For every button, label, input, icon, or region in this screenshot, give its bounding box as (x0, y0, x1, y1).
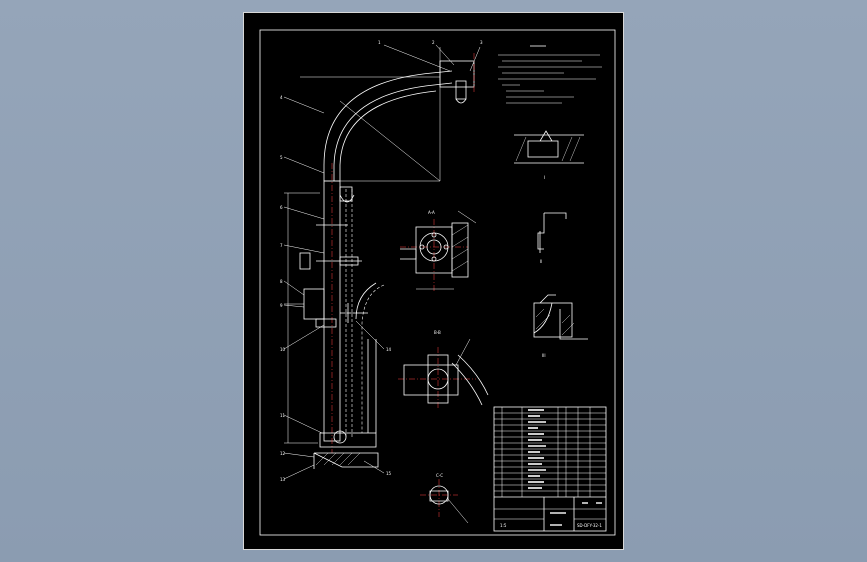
title-block: SD-DFY-32-1 1:5 (494, 496, 606, 531)
svg-text:1: 1 (378, 40, 381, 45)
profile-detail-view: II (537, 212, 567, 264)
svg-text:15: 15 (386, 471, 392, 476)
weld-detail-view: I (514, 130, 584, 180)
svg-text:8: 8 (280, 279, 283, 284)
svg-text:6: 6 (280, 205, 283, 210)
main-elevation-view: 1 2 3 (280, 40, 483, 482)
svg-text:12: 12 (280, 451, 286, 456)
drawing-canvas: 1 2 3 (259, 29, 616, 536)
svg-text:10: 10 (280, 347, 286, 352)
svg-text:11: 11 (280, 413, 286, 418)
svg-text:14: 14 (386, 347, 392, 352)
section-c-c-view: C-C (420, 473, 469, 524)
section-a-label: A-A (428, 210, 435, 215)
technical-requirements-notes (498, 45, 602, 104)
section-c-label: C-C (436, 473, 443, 478)
scale-label: 1:5 (500, 523, 507, 528)
drawing-border (259, 29, 616, 536)
svg-text:III: III (542, 353, 546, 358)
svg-text:2: 2 (432, 40, 435, 45)
drawing-number: SD-DFY-32-1 (577, 523, 602, 528)
section-b-label: B-B (434, 330, 441, 335)
svg-text:II: II (540, 259, 542, 264)
svg-text:5: 5 (280, 155, 283, 160)
section-b-b-view: B-B (398, 330, 489, 409)
section-a-a-view: A-A (400, 210, 477, 291)
seal-detail-view: III (533, 294, 588, 358)
svg-text:9: 9 (280, 303, 283, 308)
svg-text:7: 7 (280, 243, 283, 248)
parts-list-table (493, 406, 607, 532)
svg-text:4: 4 (280, 95, 283, 100)
svg-text:13: 13 (280, 477, 286, 482)
drawing-sheet[interactable]: 1 2 3 (243, 12, 624, 550)
svg-text:I: I (544, 175, 545, 180)
svg-text:3: 3 (480, 40, 483, 45)
